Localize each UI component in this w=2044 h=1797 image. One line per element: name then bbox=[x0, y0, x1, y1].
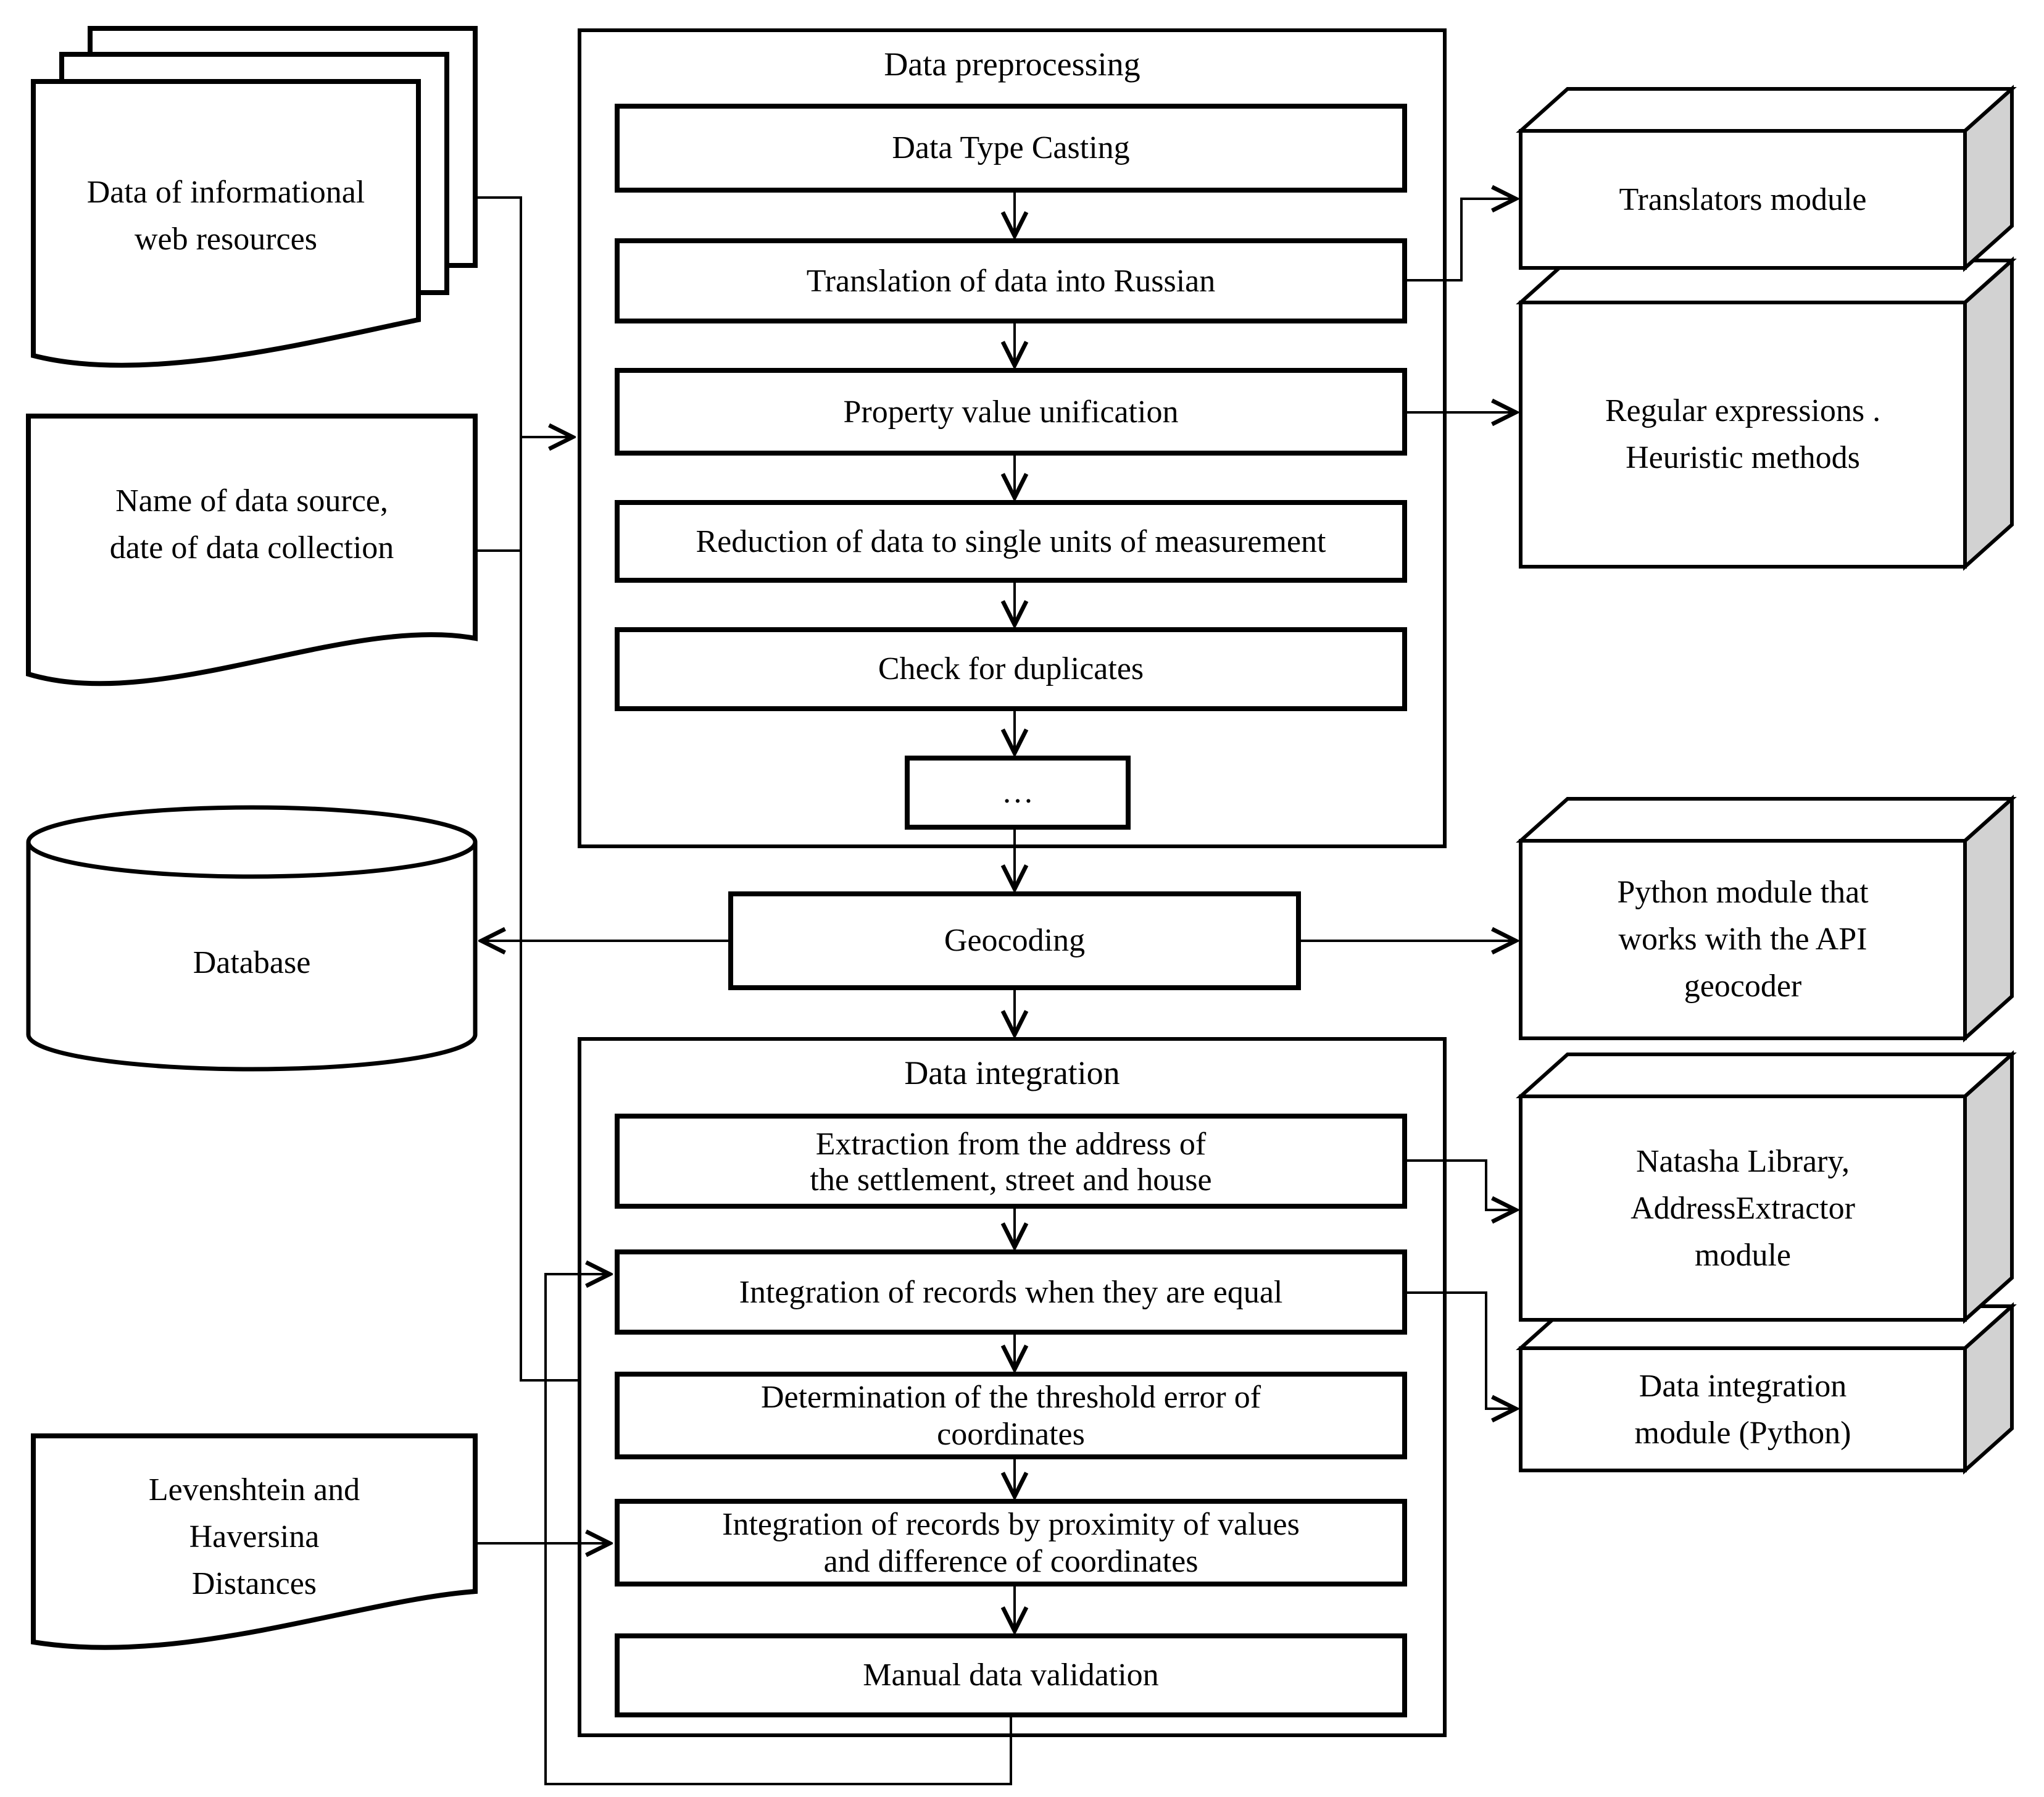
box-front-face bbox=[1519, 1346, 1967, 1472]
box-front-face bbox=[1519, 1094, 1967, 1322]
integration-module-label: Data integration module (Python) bbox=[1634, 1367, 1851, 1450]
box-front-face bbox=[1519, 301, 1967, 569]
distances-document-icon bbox=[31, 1433, 478, 1650]
box-side-face bbox=[1963, 794, 2014, 1043]
web-resources-label: Data of informational web resources bbox=[86, 174, 365, 257]
natasha-label: Natasha Library, AddressExtractor module bbox=[1631, 1143, 1855, 1272]
geocoding-box: Geocoding bbox=[728, 891, 1301, 990]
data-source-document-icon bbox=[26, 414, 478, 686]
step-integration-equal: Integration of records when they are equ… bbox=[615, 1249, 1407, 1335]
box-top-face bbox=[1516, 797, 2017, 843]
box-front-face bbox=[1519, 839, 1967, 1040]
regex-box-icon bbox=[1516, 256, 2017, 571]
distances-label: Levenshtein and Haversina Distances bbox=[148, 1472, 360, 1601]
step-address-extraction: Extraction from the address of the settl… bbox=[615, 1114, 1407, 1209]
step-translation-russian: Translation of data into Russian bbox=[615, 238, 1407, 323]
translators-box-icon bbox=[1516, 85, 2017, 272]
step-unit-reduction: Reduction of data to single units of mea… bbox=[615, 500, 1407, 583]
web-resources-document-stack-icon bbox=[31, 26, 478, 368]
database-label: Database bbox=[193, 944, 311, 980]
box-top-face bbox=[1516, 1053, 2017, 1098]
step-property-unification: Property value unification bbox=[615, 368, 1407, 456]
regex-label: Regular expressions . Heuristic methods bbox=[1605, 393, 1881, 475]
step-data-type-casting: Data Type Casting bbox=[615, 104, 1407, 193]
data-source-label: Name of data source, date of data collec… bbox=[109, 483, 394, 565]
database-cylinder-icon bbox=[26, 805, 478, 1072]
integration-title: Data integration bbox=[904, 1054, 1120, 1091]
preprocessing-title: Data preprocessing bbox=[884, 45, 1140, 82]
translators-label: Translators module bbox=[1619, 181, 1867, 217]
box-top-face bbox=[1516, 87, 2017, 133]
module-boxes bbox=[1516, 85, 2017, 1475]
step-duplicate-check: Check for duplicates bbox=[615, 627, 1407, 711]
cylinder-body bbox=[26, 842, 478, 1072]
python-geocoder-box-icon bbox=[1516, 794, 2017, 1043]
box-front-face bbox=[1519, 129, 1967, 270]
box-side-face bbox=[1963, 256, 2014, 571]
step-threshold-error: Determination of the threshold error of … bbox=[615, 1372, 1407, 1459]
step-integration-proximity: Integration of records by proximity of v… bbox=[615, 1499, 1407, 1586]
step-ellipsis: … bbox=[905, 756, 1131, 830]
step-manual-validation: Manual data validation bbox=[615, 1633, 1407, 1717]
stack-page-front bbox=[31, 79, 421, 368]
box-side-face bbox=[1963, 1050, 2014, 1324]
preprocessing-container bbox=[578, 28, 1447, 848]
natasha-box-icon bbox=[1516, 1050, 2017, 1324]
python-geocoder-label: Python module that works with the API ge… bbox=[1617, 874, 1869, 1004]
